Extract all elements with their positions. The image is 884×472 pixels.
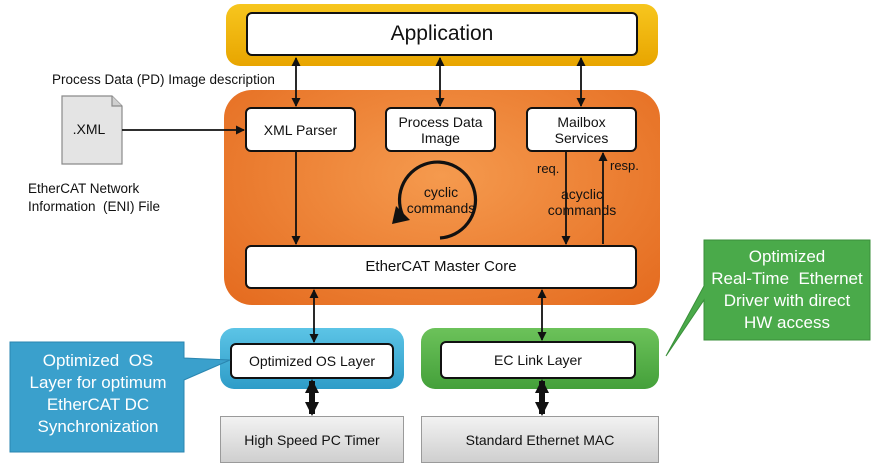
eni-file-line2: Information (ENI) File <box>28 199 161 214</box>
mailbox-services-line1: Mailbox <box>557 113 606 130</box>
callout-driver-line2: Real-Time Ethernet <box>711 269 863 288</box>
xml-file-label: .XML <box>72 121 106 137</box>
eni-file-label: EtherCAT Network Information (ENI) File <box>28 180 178 216</box>
callout-driver-line1: Optimized <box>748 247 826 266</box>
callout-os-line4: Synchronization <box>37 417 159 436</box>
xml-parser-label: XML Parser <box>263 121 338 138</box>
acyclic-line2: commands <box>547 202 617 218</box>
os-layer-label: Optimized OS Layer <box>248 353 376 369</box>
acyclic-commands-label: acyclic commands <box>541 186 623 218</box>
ethernet-mac-label: Standard Ethernet MAC <box>465 431 615 448</box>
xml-parser-box: XML Parser <box>245 107 356 152</box>
callout-os-line1: Optimized OS <box>42 351 154 370</box>
callout-driver-line3: Driver with direct <box>723 291 851 310</box>
cyclic-line2: commands <box>406 200 476 216</box>
cyclic-line1: cyclic <box>423 184 459 200</box>
req-label: req. <box>537 161 560 176</box>
process-data-image-line2: Image <box>421 129 460 146</box>
pd-image-description-label: Process Data (PD) Image description <box>52 72 275 87</box>
application-box: Application <box>246 12 638 56</box>
cyclic-loop <box>397 160 478 240</box>
master-core-box: EtherCAT Master Core <box>245 245 637 289</box>
pc-timer-box: High Speed PC Timer <box>220 416 404 463</box>
pc-timer-label: High Speed PC Timer <box>244 431 380 448</box>
process-data-image-line1: Process Data <box>398 113 483 130</box>
xml-file-icon <box>61 95 123 165</box>
application-label: Application <box>390 22 494 45</box>
callout-os-text: Optimized OS Layer for optimum EtherCAT … <box>14 350 182 438</box>
callout-os-line2: Layer for optimum <box>29 373 167 392</box>
callout-os-line3: EtherCAT DC <box>46 395 150 414</box>
mailbox-services-line2: Services <box>554 129 609 146</box>
ec-link-box: EC Link Layer <box>440 341 636 379</box>
callout-driver-shape <box>665 239 871 357</box>
resp-label: resp. <box>610 158 639 173</box>
eni-file-line1: EtherCAT Network <box>28 181 140 196</box>
process-data-image-box: Process Data Image <box>385 107 496 152</box>
callout-driver-text: Optimized Real-Time Ethernet Driver with… <box>704 246 870 334</box>
ethernet-mac-box: Standard Ethernet MAC <box>421 416 659 463</box>
os-layer-box: Optimized OS Layer <box>230 343 394 379</box>
callout-os-shape <box>9 341 231 453</box>
mailbox-services-box: Mailbox Services <box>526 107 637 152</box>
ec-link-label: EC Link Layer <box>494 352 582 368</box>
cyclic-commands-label: cyclic commands <box>406 184 476 216</box>
callout-driver-line4: HW access <box>744 313 830 332</box>
master-core-label: EtherCAT Master Core <box>365 258 517 275</box>
cyclic-loop-head <box>392 206 410 224</box>
acyclic-line1: acyclic <box>560 186 603 202</box>
